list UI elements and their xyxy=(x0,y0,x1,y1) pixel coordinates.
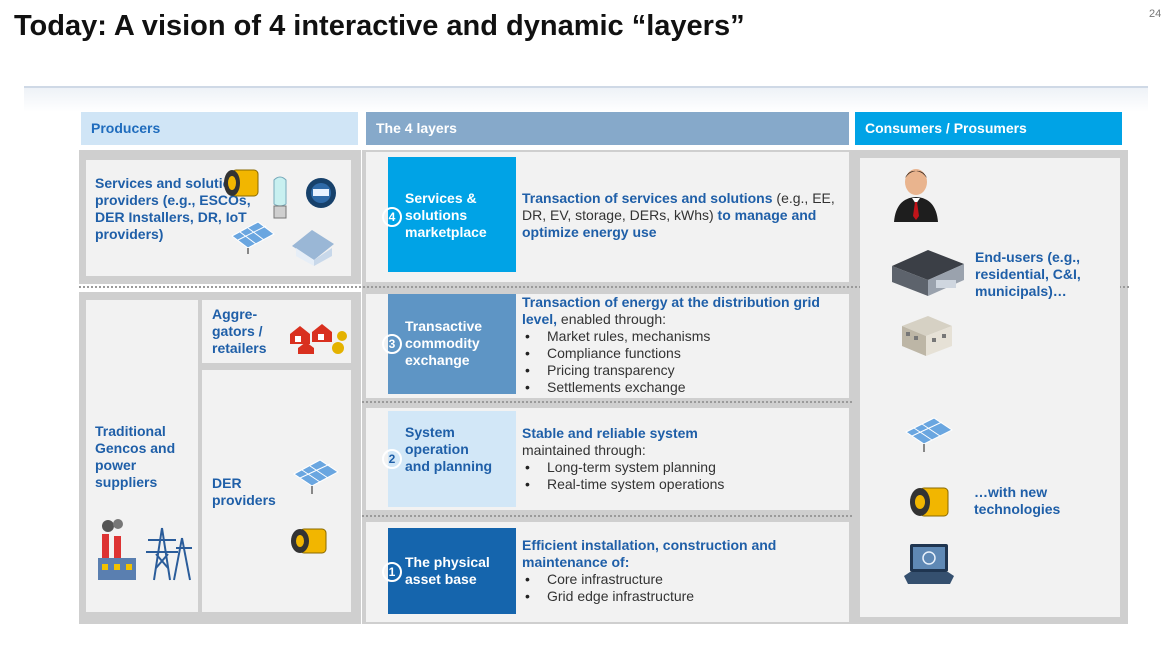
layer-3-name: Transactive commodity exchange xyxy=(405,318,483,368)
layer-2-name: System operation and planning xyxy=(405,424,493,474)
layer-1-bullets: Core infrastructure Grid edge infrastruc… xyxy=(522,571,842,605)
houses-cluster-icon xyxy=(290,324,347,354)
separator-2 xyxy=(362,401,852,403)
header-gradient xyxy=(24,88,1148,112)
layer-2-head-plain: maintained through: xyxy=(522,442,646,458)
office-building-icon xyxy=(902,316,952,356)
layer-2-description: Stable and reliable system maintained th… xyxy=(522,425,842,493)
light-bulb-icon xyxy=(273,176,287,219)
layer-2-box: 2 System operation and planning xyxy=(382,411,516,507)
layer-1-number: 1 xyxy=(382,562,402,582)
der-providers-panel xyxy=(202,370,351,612)
layer-2-number: 2 xyxy=(382,449,402,469)
battery-icon xyxy=(291,528,327,554)
new-tech-label: …with new technologies xyxy=(974,484,1061,517)
layer-3-box: 3 Transactive commodity exchange xyxy=(382,294,516,394)
solar-panel-icon xyxy=(293,459,339,494)
house-icon xyxy=(292,230,334,266)
list-item: Real-time system operations xyxy=(522,476,842,493)
page-title: Today: A vision of 4 interactive and dyn… xyxy=(14,10,745,42)
consumers-panel xyxy=(860,158,1120,617)
solar-panel-icon xyxy=(905,417,953,452)
divider-top xyxy=(24,86,1148,88)
transmission-tower-icon xyxy=(146,527,192,581)
layer-3-description: Transaction of energy at the distributio… xyxy=(522,294,847,396)
list-item: Core infrastructure xyxy=(522,571,842,588)
end-users-label: End-users (e.g., residential, C&I, munic… xyxy=(975,249,1081,299)
layer-4-head-2: to manage and optimize energy use xyxy=(522,207,817,240)
layer-4-number: 4 xyxy=(382,207,402,227)
page-number: 24 xyxy=(1149,8,1162,20)
list-item: Long-term system planning xyxy=(522,459,842,476)
battery-icon xyxy=(910,487,949,517)
consumers-header: Consumers / Prosumers xyxy=(855,112,1122,145)
layer-2-bullets: Long-term system planning Real-time syst… xyxy=(522,459,842,493)
producers-header: Producers xyxy=(81,112,358,145)
separator-3 xyxy=(362,515,852,517)
layer-3-head-plain: enabled through: xyxy=(560,311,667,327)
layer-3-bullets: Market rules, mechanisms Compliance func… xyxy=(522,328,847,396)
battery-icon xyxy=(224,169,259,197)
aggregators-label: Aggre-gators / retailers xyxy=(212,306,267,356)
solar-panel-icon xyxy=(231,221,275,254)
layer-4-name: Services & solutions marketplace xyxy=(405,190,487,240)
layer-4-head-plain: (e.g., EE, DR, EV, storage, DERs, kWhs) xyxy=(522,190,835,223)
warehouse-icon xyxy=(892,250,964,296)
person-icon xyxy=(894,169,938,222)
layer-1-head: Efficient installation, construction and… xyxy=(522,537,777,570)
power-plant-icon xyxy=(98,519,136,580)
der-providers-label: DER providers xyxy=(212,475,276,508)
laptop-icon xyxy=(904,544,954,584)
list-item: Settlements exchange xyxy=(522,379,847,396)
layer-4-box: 4 Services & solutions marketplace xyxy=(382,157,516,272)
list-item: Market rules, mechanisms xyxy=(522,328,847,345)
layer-1-description: Efficient installation, construction and… xyxy=(522,537,842,605)
traditional-label: Traditional Gencos and power suppliers xyxy=(95,423,176,490)
layer-4-description: Transaction of services and solutions (e… xyxy=(522,190,842,241)
layer-2-head: Stable and reliable system xyxy=(522,425,698,441)
layer-3-number: 3 xyxy=(382,334,402,354)
layer-4-head: Transaction of services and solutions xyxy=(522,190,773,206)
layers-header: The 4 layers xyxy=(366,112,849,145)
list-item: Grid edge infrastructure xyxy=(522,588,842,605)
list-item: Pricing transparency xyxy=(522,362,847,379)
layer-1-name: The physical asset base xyxy=(405,554,490,587)
layer-3-head: Transaction of energy at the distributio… xyxy=(522,294,820,327)
smart-meter-icon xyxy=(306,178,336,208)
separator-1 xyxy=(79,286,1129,288)
list-item: Compliance functions xyxy=(522,345,847,362)
layer-1-box: 1 The physical asset base xyxy=(382,528,516,614)
service-providers-label: Services and solution providers (e.g., E… xyxy=(95,175,251,242)
